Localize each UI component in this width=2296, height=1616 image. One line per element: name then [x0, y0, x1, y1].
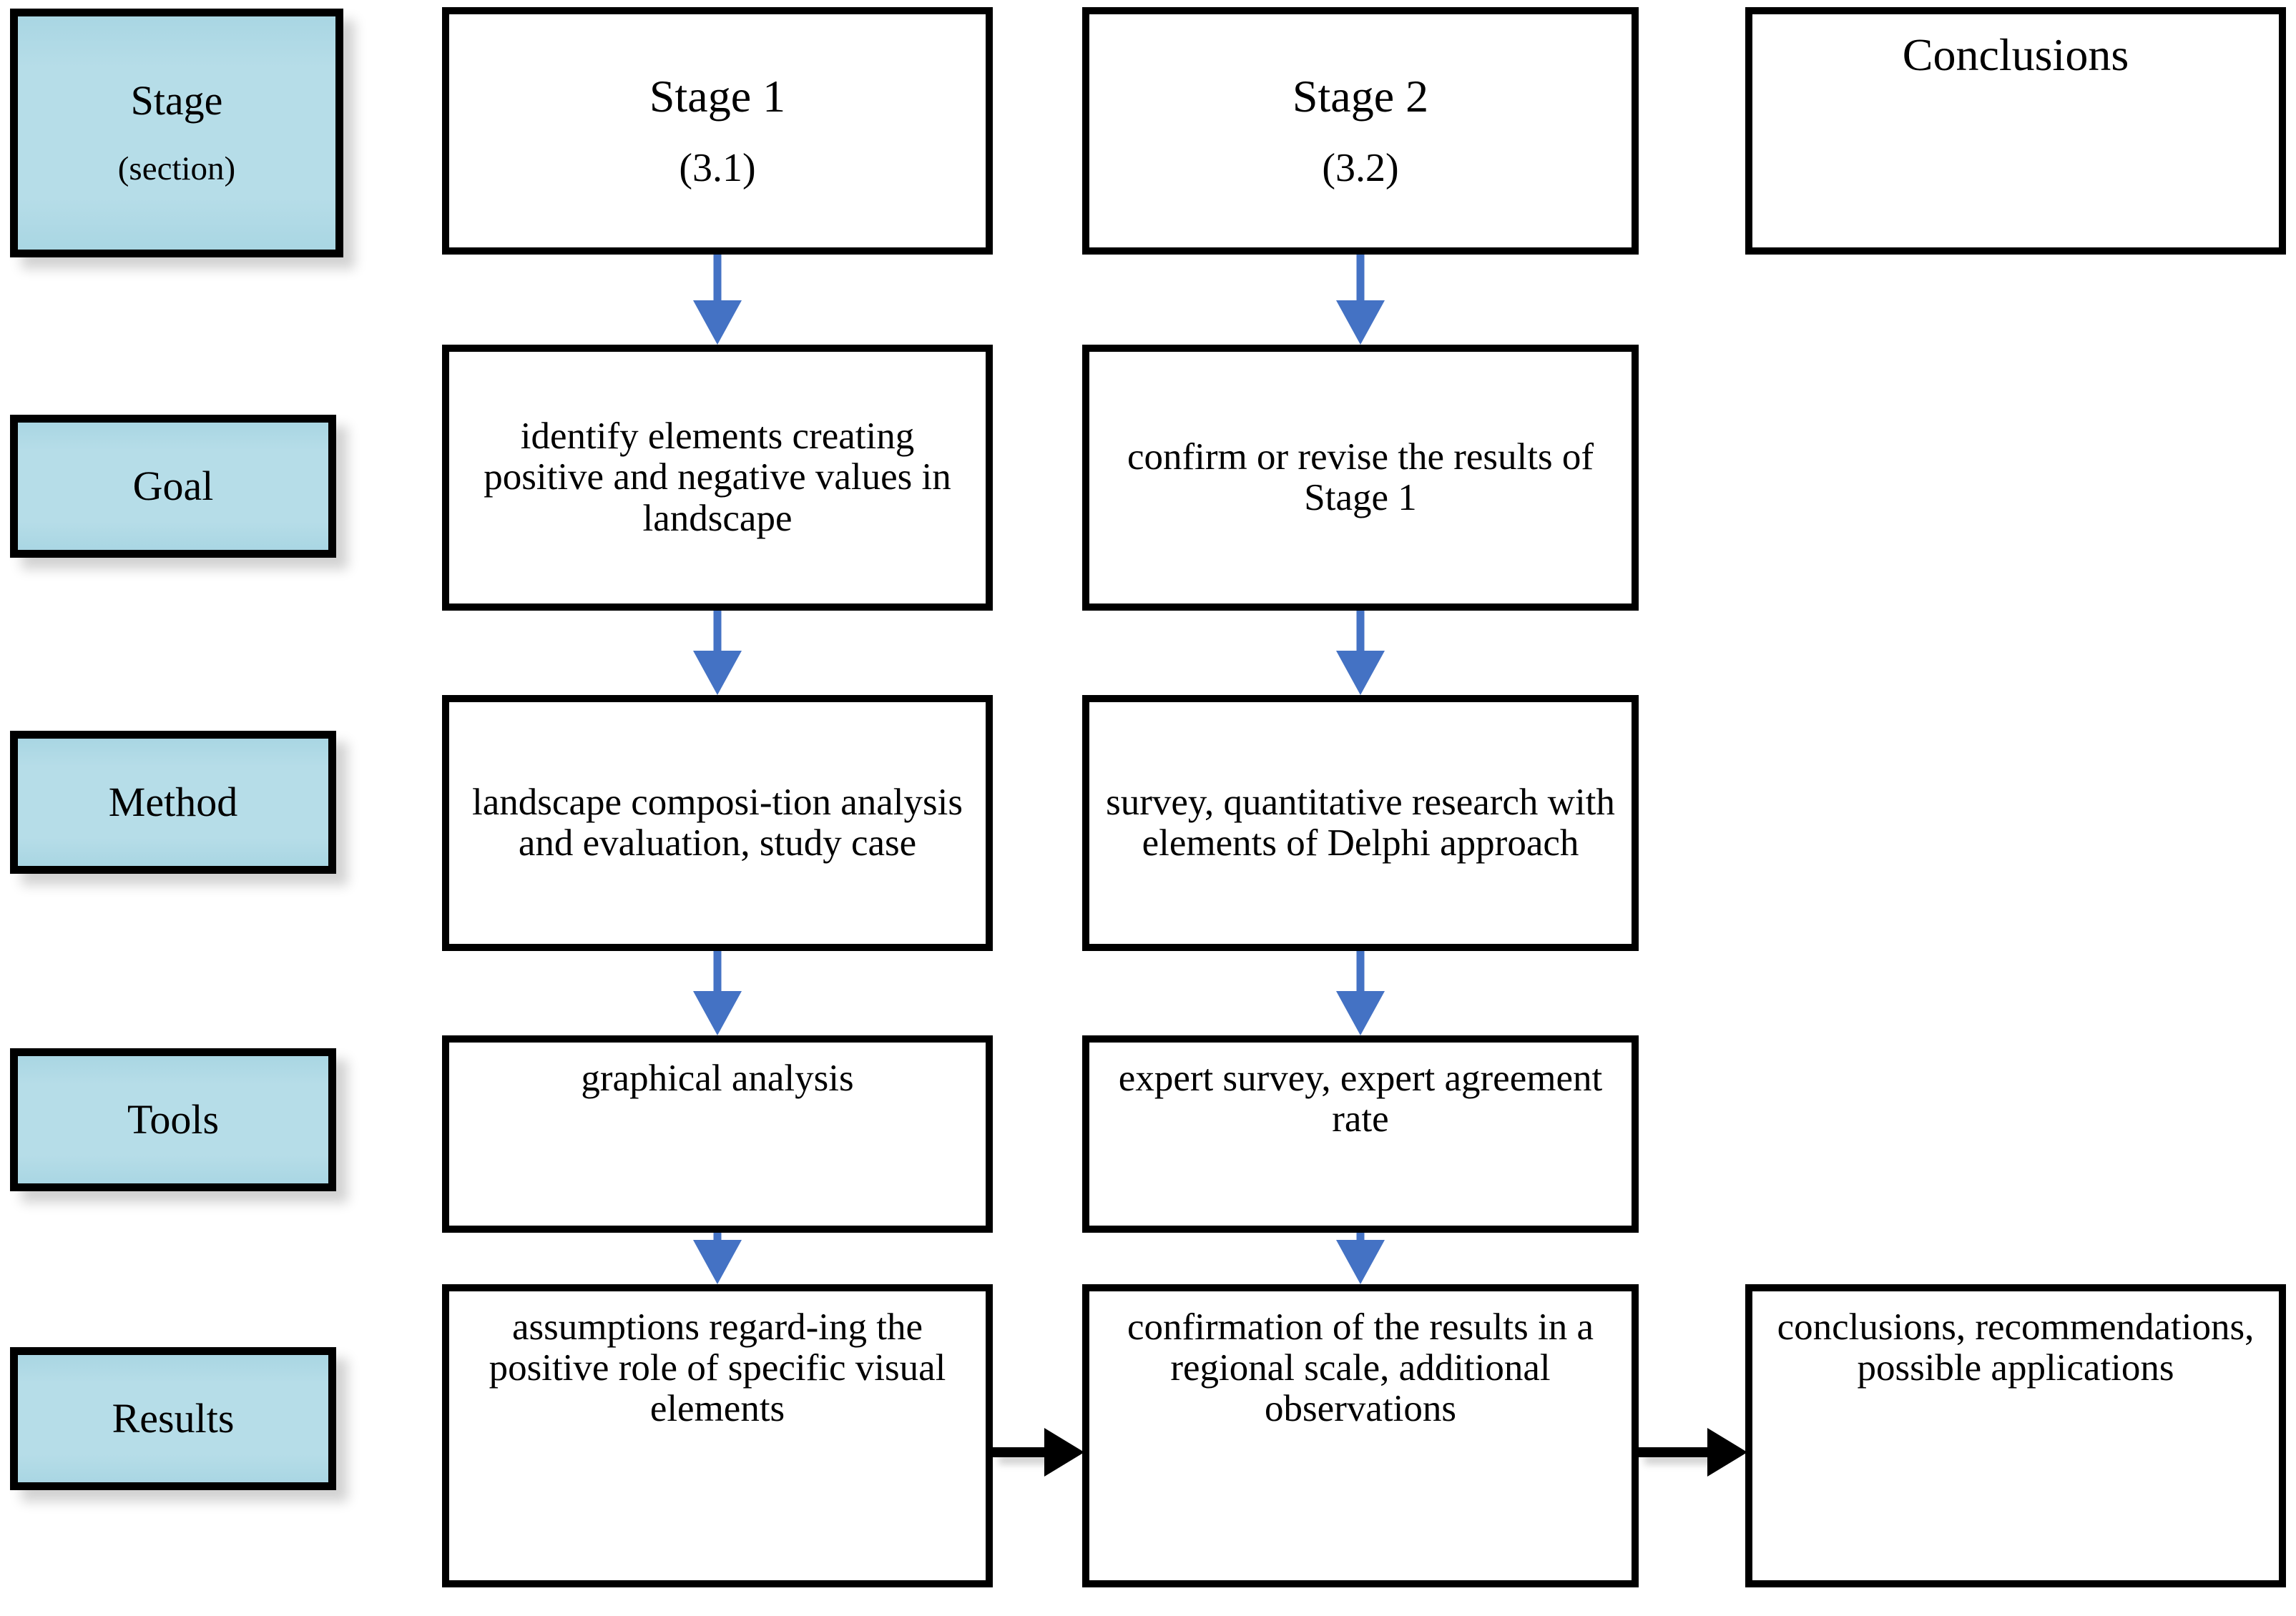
row-label-method: Method — [10, 731, 336, 874]
arrow-stage1-method-to-tools — [442, 951, 993, 1035]
row-label-goal: Goal — [10, 415, 336, 558]
row-label-tools-text: Tools — [127, 1095, 220, 1143]
arrow-head-down-icon — [693, 300, 742, 345]
row-label-results: Results — [10, 1347, 336, 1490]
stage2-header-line2: (3.2) — [1322, 146, 1399, 191]
arrow-shaft — [993, 1447, 1050, 1457]
cell-stage1-tools-text: graphical analysis — [581, 1058, 854, 1099]
arrow-shaft — [1356, 611, 1365, 651]
cell-stage2-method: survey, quantitative research with eleme… — [1082, 695, 1639, 951]
cell-stage2-results-text: confirmation of the results in a regiona… — [1127, 1306, 1594, 1430]
arrow-head-down-icon — [693, 991, 742, 1035]
arrow-stage1-goal-to-method — [442, 611, 993, 695]
arrow-head-down-icon — [1336, 1240, 1385, 1284]
cell-conclusions-results: conclusions, recommendations, possible a… — [1745, 1284, 2286, 1587]
arrow-shaft — [713, 255, 722, 300]
arrow-stage1-results-to-stage2-results — [993, 1427, 1084, 1477]
row-label-stage-line2: (section) — [117, 150, 236, 188]
arrow-shaft — [713, 1233, 722, 1243]
cell-stage1-tools: graphical analysis — [442, 1035, 993, 1233]
arrow-head-down-icon — [693, 1240, 742, 1284]
arrow-shaft — [1356, 255, 1365, 300]
cell-stage2-results: confirmation of the results in a regiona… — [1082, 1284, 1639, 1587]
column-header-stage1-text: Stage 1 (3.1) — [449, 72, 986, 190]
column-header-conclusions: Conclusions — [1745, 7, 2286, 255]
arrow-shaft — [713, 611, 722, 651]
row-label-stage-section-text: Stage (section) — [18, 77, 335, 188]
cell-stage1-method-text: landscape composi-tion analysis and eval… — [472, 781, 963, 864]
stage1-header-line2: (3.1) — [679, 146, 756, 191]
arrow-stage2-method-to-tools — [1082, 951, 1639, 1035]
arrow-shaft — [1639, 1447, 1710, 1457]
row-label-tools: Tools — [10, 1048, 336, 1191]
column-header-stage2: Stage 2 (3.2) — [1082, 7, 1639, 255]
row-label-goal-text: Goal — [132, 462, 214, 509]
cell-stage2-tools-text: expert survey, expert agreement rate — [1118, 1058, 1603, 1140]
row-label-stage-line1: Stage — [130, 77, 223, 124]
arrow-shaft — [713, 951, 722, 991]
cell-stage1-goal: identify elements creating positive and … — [442, 345, 993, 611]
cell-stage2-goal-text: confirm or revise the results of Stage 1 — [1127, 435, 1594, 518]
row-label-stage-section: Stage (section) — [10, 9, 343, 257]
arrow-stage1-tools-to-results — [442, 1233, 993, 1284]
stage2-header-line1: Stage 2 — [1292, 71, 1429, 122]
arrow-stage2-header-to-goal — [1082, 255, 1639, 345]
row-label-method-text: Method — [108, 778, 238, 825]
arrow-head-down-icon — [1336, 991, 1385, 1035]
column-header-stage2-text: Stage 2 (3.2) — [1089, 72, 1632, 190]
arrow-head-down-icon — [693, 651, 742, 695]
cell-stage1-method: landscape composi-tion analysis and eval… — [442, 695, 993, 951]
arrow-head-right-icon — [1044, 1428, 1084, 1477]
cell-stage2-method-text: survey, quantitative research with eleme… — [1106, 781, 1615, 864]
cell-conclusions-results-text: conclusions, recommendations, possible a… — [1777, 1306, 2255, 1389]
row-label-results-text: Results — [112, 1394, 235, 1442]
stage1-header-line1: Stage 1 — [649, 71, 786, 122]
arrow-shaft — [1356, 951, 1365, 991]
arrow-stage1-header-to-goal — [442, 255, 993, 345]
arrow-head-down-icon — [1336, 651, 1385, 695]
cell-stage2-goal: confirm or revise the results of Stage 1 — [1082, 345, 1639, 611]
arrow-stage2-tools-to-results — [1082, 1233, 1639, 1284]
column-header-stage1: Stage 1 (3.1) — [442, 7, 993, 255]
column-header-conclusions-text: Conclusions — [1902, 29, 2129, 80]
arrow-head-down-icon — [1336, 300, 1385, 345]
arrow-shaft — [1356, 1233, 1365, 1243]
cell-stage1-results: assumptions regard-ing the positive role… — [442, 1284, 993, 1587]
arrow-head-right-icon — [1707, 1428, 1747, 1477]
arrow-stage2-goal-to-method — [1082, 611, 1639, 695]
cell-stage1-results-text: assumptions regard-ing the positive role… — [489, 1306, 946, 1430]
cell-stage2-tools: expert survey, expert agreement rate — [1082, 1035, 1639, 1233]
cell-stage1-goal-text: identify elements creating positive and … — [484, 415, 951, 539]
arrow-stage2-results-to-conclusions-results — [1639, 1427, 1747, 1477]
